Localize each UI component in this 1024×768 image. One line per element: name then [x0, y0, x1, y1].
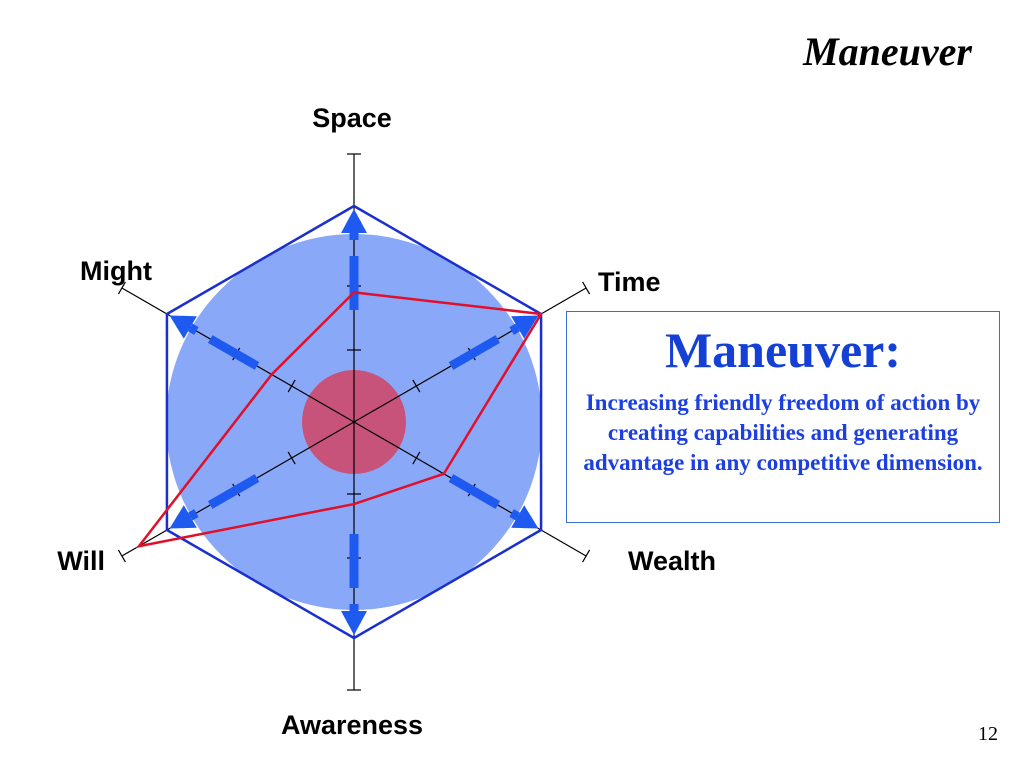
axis-tick-will-0 — [287, 451, 296, 465]
definition-heading: Maneuver: — [664, 322, 902, 378]
arrow-head-awareness — [341, 611, 367, 635]
axis-tick-will-3 — [117, 549, 126, 563]
arrow-shaft-might — [188, 323, 260, 370]
definition-box: Maneuver: Increasing friendly freedom of… — [566, 311, 1000, 523]
friendly-profile-line — [135, 291, 544, 549]
axis-label-will: Will — [57, 546, 105, 576]
definition-text: Increasing friendly freedom of action by… — [583, 390, 983, 475]
axis-label-space: Space — [312, 103, 392, 133]
arrow-shaft-will — [188, 474, 260, 521]
arrow-shaft-wealth — [448, 474, 520, 521]
arrow-head-will — [169, 505, 197, 529]
axis-label-time: Time — [598, 267, 661, 297]
axis-tick-might-3 — [117, 281, 126, 295]
arrow-shaft-time — [448, 323, 520, 370]
arrow-head-time — [511, 315, 539, 339]
slide-title: Maneuver — [803, 29, 972, 74]
axis-tick-might-0 — [287, 379, 296, 393]
axis-tick-time-3 — [582, 281, 591, 295]
axis-tick-time-0 — [412, 379, 421, 393]
axis-tick-wealth-0 — [412, 451, 421, 465]
arrows-group — [169, 209, 539, 635]
axis-label-might: Might — [80, 256, 152, 286]
axis-label-wealth: Wealth — [628, 546, 716, 576]
axis-tick-wealth-3 — [582, 549, 591, 563]
arrow-head-space — [341, 209, 367, 233]
page-number: 12 — [978, 723, 998, 745]
axis-label-awareness: Awareness — [281, 710, 423, 740]
arrow-head-might — [169, 315, 197, 339]
arrow-head-wealth — [511, 505, 539, 529]
